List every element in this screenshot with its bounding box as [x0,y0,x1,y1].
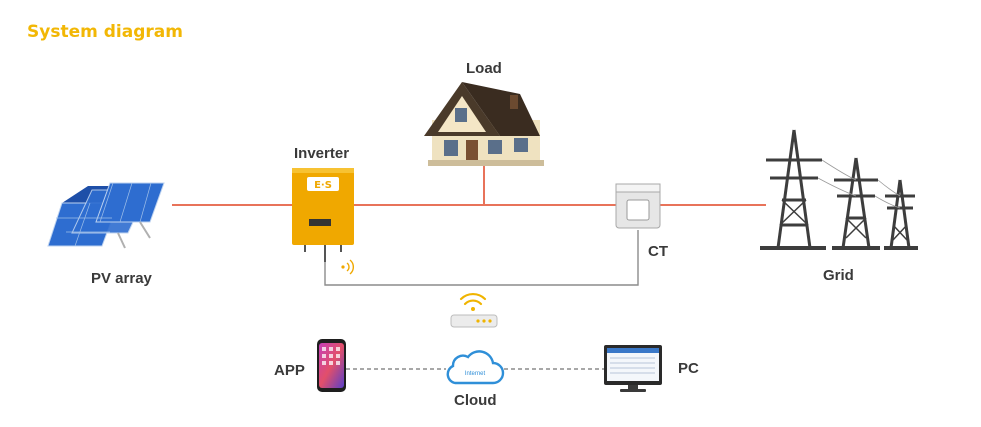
wifi-icon [459,292,487,311]
monitor-icon [604,345,662,392]
ac-power-lines [172,165,766,206]
wireless-signal-icon [341,259,354,275]
router-icon [450,292,498,328]
cloud-label: Cloud [454,392,497,409]
cloud-icon: Internet [446,350,505,385]
svg-text:E·S: E·S [314,180,332,191]
pc-label: PC [678,360,699,377]
phone-icon [317,339,346,392]
comm-lines [324,230,639,370]
pv-array-icon [47,182,165,249]
inverter-label: Inverter [294,145,350,162]
load-label: Load [466,60,502,77]
grid-label: Grid [823,267,854,284]
tower-large [760,129,826,250]
ct-label: CT [648,243,668,260]
inverter-ct-comm-line [324,230,639,286]
app-label: APP [274,362,305,379]
inverter-icon: E·S [292,168,354,275]
tower-small [884,179,918,250]
cloud-internet-text: Internet [465,371,486,377]
pv-array-label: PV array [91,270,152,287]
tower-medium [832,157,880,250]
house-icon [424,82,544,166]
ct-icon [615,183,661,229]
grid-tower-icon [760,129,918,250]
page-title: System diagram [27,22,183,42]
